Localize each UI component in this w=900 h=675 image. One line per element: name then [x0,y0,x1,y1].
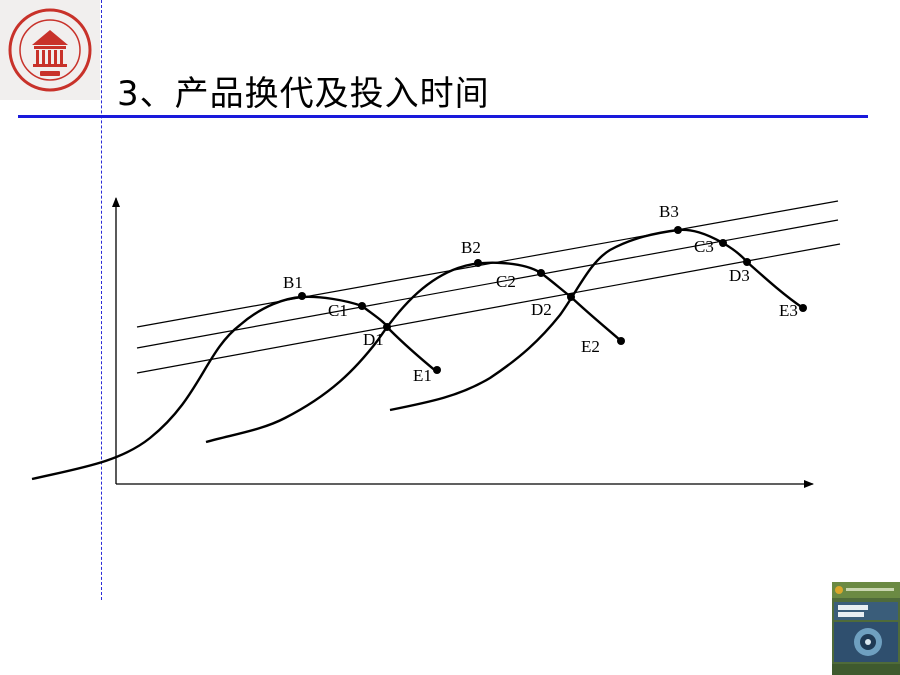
point-b1 [298,292,306,300]
point-b3 [674,226,682,234]
label-c1: C1 [328,301,348,320]
label-d3: D3 [729,266,750,285]
label-e1: E1 [413,366,432,385]
trend-line-lower [136,243,841,374]
point-b2 [474,259,482,267]
point-d3 [743,258,751,266]
label-d1: D1 [363,330,384,349]
university-logo-icon [0,0,100,100]
textbook-cover-icon [832,582,900,675]
label-c3: C3 [694,237,714,256]
slide-title: 3、产品换代及投入时间 [117,74,490,114]
label-b2: B2 [461,238,481,257]
label-c2: C2 [496,272,516,291]
point-c1 [358,302,366,310]
point-e1 [433,366,441,374]
point-c2 [537,269,545,277]
dashed-guide-line [101,0,102,600]
title-underline [18,115,868,118]
point-d2 [567,293,575,301]
life-cycle-curve-2 [205,261,621,444]
label-d2: D2 [531,300,552,319]
label-e2: E2 [581,337,600,356]
trend-line-upper [136,200,839,328]
point-markers [298,226,807,374]
life-cycle-curve-1 [31,295,438,481]
point-c3 [719,239,727,247]
label-b3: B3 [659,202,679,221]
point-d1 [383,323,391,331]
point-e2 [617,337,625,345]
label-b1: B1 [283,273,303,292]
point-e3 [799,304,807,312]
label-e3: E3 [779,301,798,320]
